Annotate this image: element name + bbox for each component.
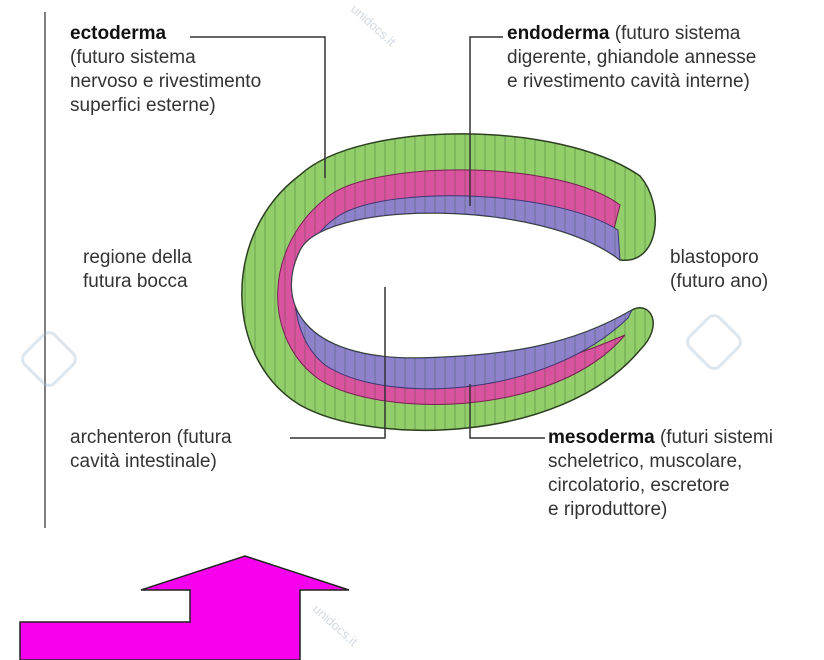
- watermark-text: unidocs.it: [348, 1, 399, 49]
- mouth-region-label: regione della futura bocca: [83, 246, 192, 294]
- pointer-lines: [190, 36, 545, 439]
- endoderm-line-2: e rivestimento cavità interne): [507, 71, 750, 92]
- archenteron-label: archenteron (futura cavità intestinale): [70, 426, 232, 474]
- endoderm-term: endoderma: [507, 23, 610, 44]
- watermark-text-2: unidocs.it: [310, 601, 361, 649]
- archenteron-pointer: [290, 287, 386, 439]
- mouth-region-line-1: regione della: [83, 247, 192, 268]
- ectoderm-label: ectoderma (futuro sistema nervoso e rive…: [70, 22, 261, 118]
- mesoderm-line-0: (futuri sistemi: [654, 427, 773, 448]
- endoderm-pointer: [469, 36, 503, 206]
- ectoderm-line-3: superfici esterne): [70, 95, 216, 116]
- endoderm-line-0: (futuro sistema: [609, 23, 741, 44]
- mouth-region-line-2: futura bocca: [83, 271, 188, 292]
- gastrula-cross-section: [241, 133, 657, 432]
- endoderm-label: endoderma (futuro sistema digerente, ghi…: [507, 22, 756, 94]
- ectoderm-term: ectoderma: [70, 23, 167, 44]
- mesoderm-pointer: [469, 384, 545, 439]
- blastopore-line-2: (futuro ano): [670, 271, 769, 292]
- mesoderm-line-2: circolatorio, escretore: [548, 475, 730, 496]
- ectoderm-line-1: (futuro sistema: [70, 47, 196, 68]
- mesoderm-line-1: scheletrico, muscolare,: [548, 451, 743, 472]
- ectoderm-line-2: nervoso e rivestimento: [70, 71, 262, 92]
- mesoderm-label: mesoderma (futuri sistemi scheletrico, m…: [548, 426, 773, 522]
- endoderm-line-1: digerente, ghiandole annesse: [507, 47, 757, 68]
- archenteron-line-1: archenteron (futura: [70, 427, 232, 448]
- mesoderm-line-3: e riproduttore): [548, 499, 668, 520]
- blastopore-line-1: blastoporo: [670, 247, 759, 268]
- archenteron-line-2: cavità intestinale): [70, 451, 217, 472]
- up-arrow-shape: [19, 555, 350, 660]
- mesoderm-term: mesoderma: [548, 427, 655, 448]
- watermark-icon: [21, 314, 742, 387]
- blastopore-label: blastoporo (futuro ano): [670, 246, 768, 294]
- ectoderm-pointer: [190, 36, 326, 178]
